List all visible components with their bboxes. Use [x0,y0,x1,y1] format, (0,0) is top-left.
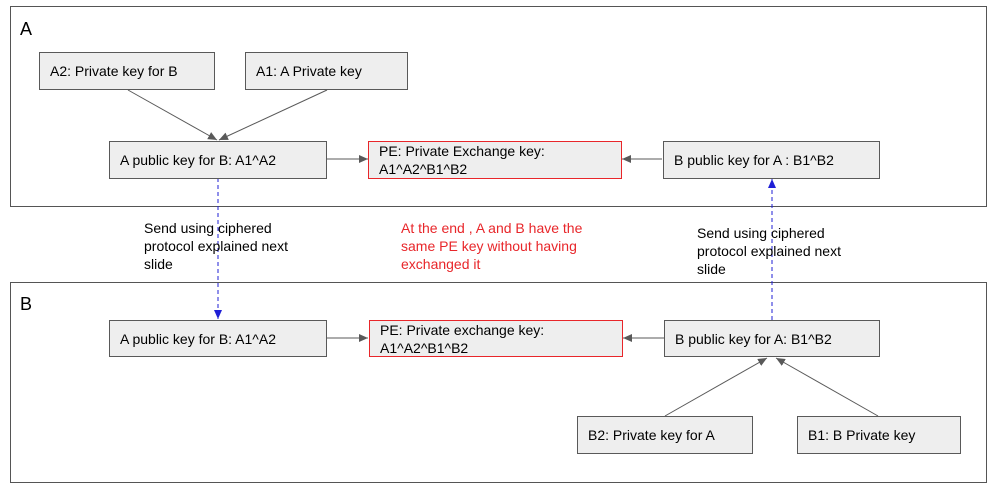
node-b2-private-key: B2: Private key for A [577,416,753,454]
node-b-public-key-bottom-label: B public key for A: B1^B2 [675,330,832,347]
node-pe-key-bottom-line2: A1^A2^B1^B2 [380,339,469,356]
node-b-public-key-bottom: B public key for A: B1^B2 [664,320,880,357]
node-a-public-key-bottom: A public key for B: A1^A2 [109,320,327,357]
node-b2-private-key-label: B2: Private key for A [588,427,715,443]
node-b-public-key-top: B public key for A : B1^B2 [663,141,880,179]
note-send-right: Send using ciphered protocol explained n… [697,225,841,277]
node-a2-private-key-label: A2: Private key for B [50,63,178,79]
node-a1-private-key-label: A1: A Private key [256,63,362,79]
node-a-public-key-top: A public key for B: A1^A2 [109,141,327,179]
node-pe-key-top: PE: Private Exchange key: A1^A2^B1^B2 [368,141,622,179]
node-a2-private-key: A2: Private key for B [39,52,215,90]
panel-a-label: A [20,19,33,39]
node-pe-key-bottom-line1: PE: Private exchange key: [380,321,545,338]
node-b1-private-key-label: B1: B Private key [808,427,916,443]
node-a-public-key-top-label: A public key for B: A1^A2 [120,152,276,168]
panel-b-label: B [20,294,33,314]
note-center: At the end , A and B have the same PE ke… [401,220,583,272]
node-b1-private-key: B1: B Private key [797,416,961,454]
node-b-public-key-top-label: B public key for A : B1^B2 [674,152,834,168]
node-pe-key-top-line2: A1^A2^B1^B2 [379,161,468,177]
node-a-public-key-bottom-label: A public key for B: A1^A2 [120,330,276,347]
note-send-left: Send using ciphered protocol explained n… [144,220,288,272]
node-a1-private-key: A1: A Private key [245,52,408,90]
node-pe-key-bottom: PE: Private exchange key: A1^A2^B1^B2 [369,320,623,357]
node-pe-key-top-line1: PE: Private Exchange key: [379,143,545,159]
